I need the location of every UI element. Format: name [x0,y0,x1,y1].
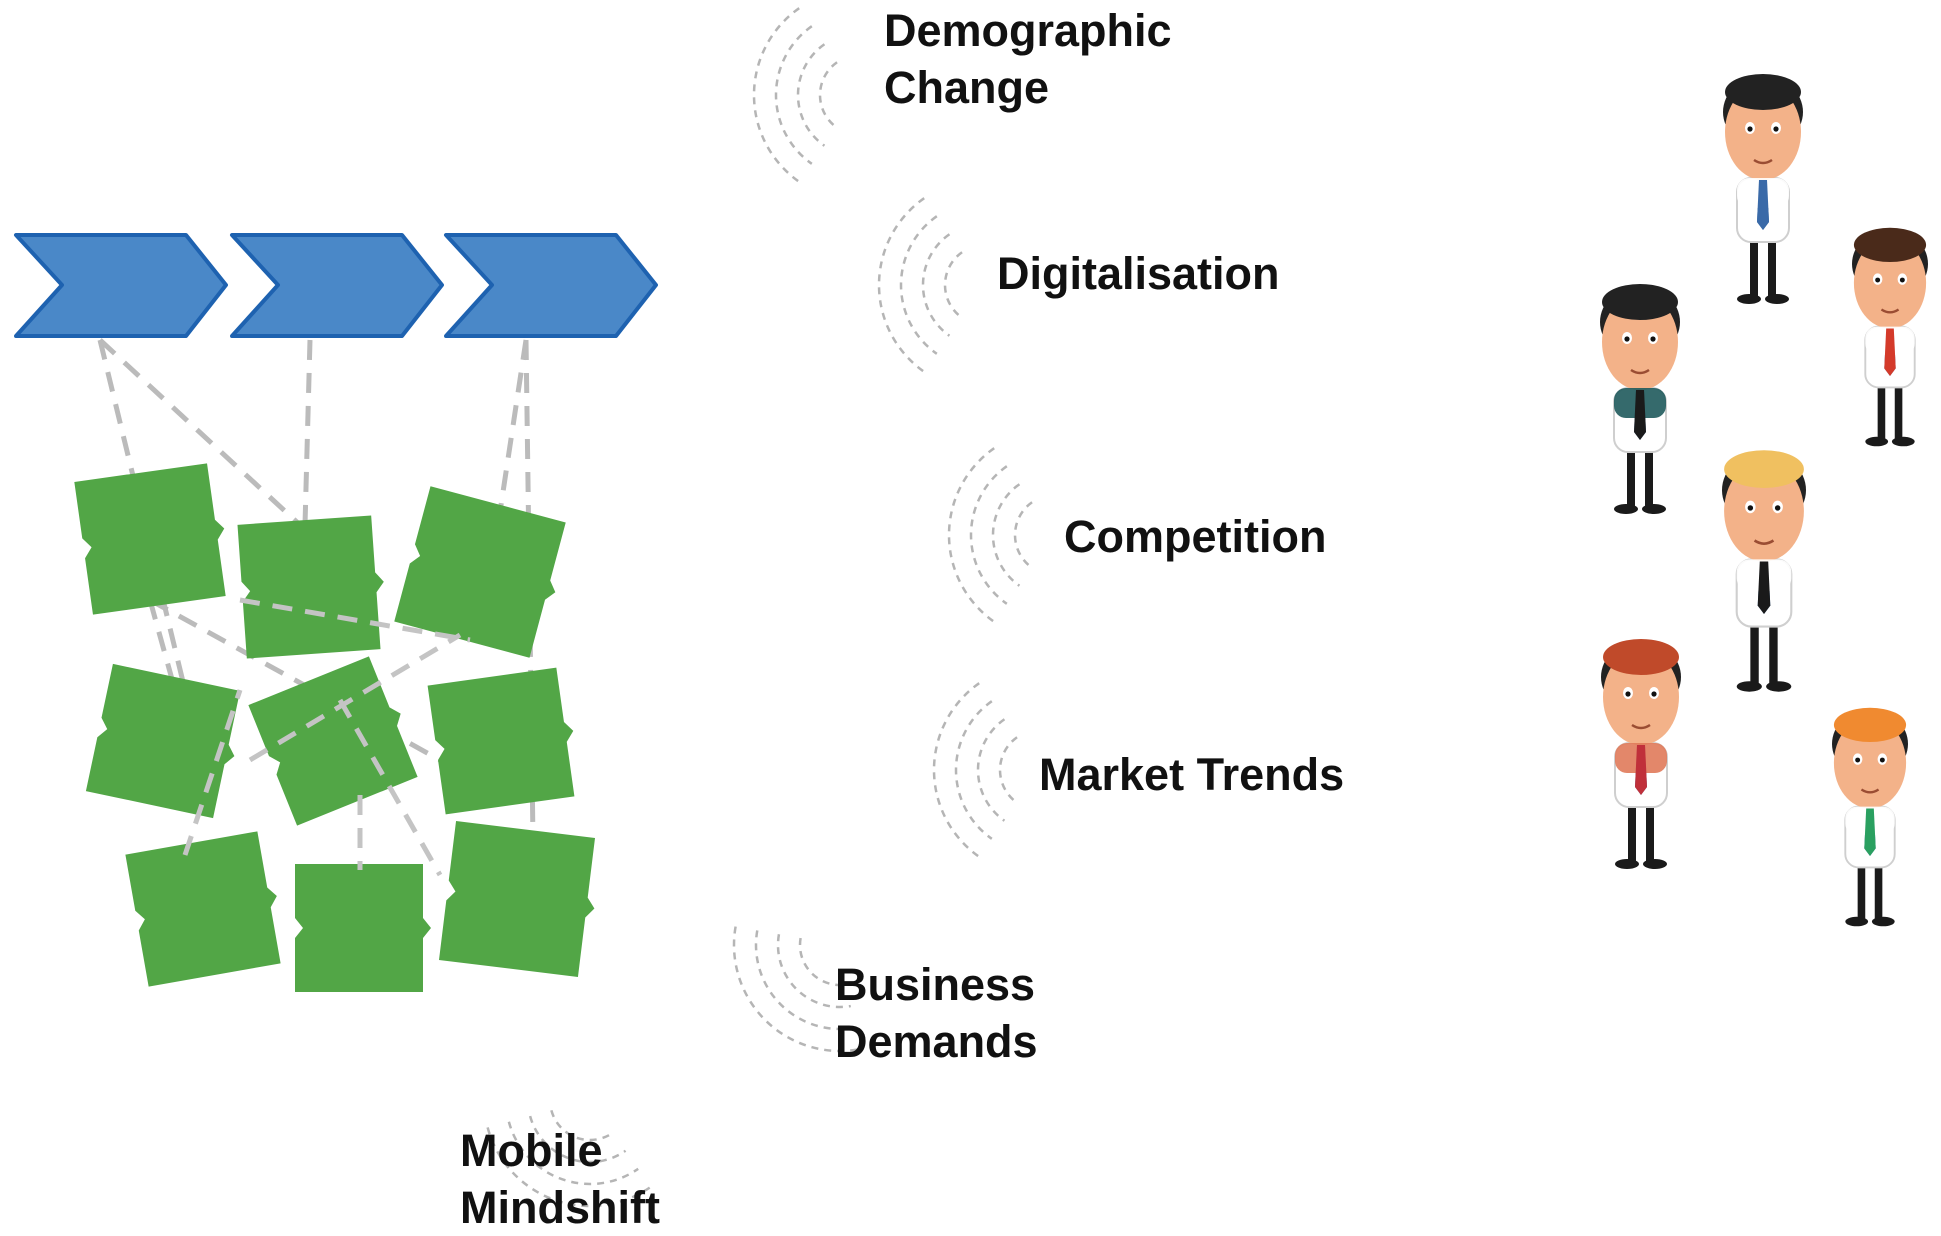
module-block-5 [248,656,418,826]
wave-arcs-5 [732,926,859,1053]
module-block-6 [427,667,575,815]
connector-line-3 [302,339,313,526]
wave-arcs-6 [486,1110,652,1208]
thinking-man-icon [1830,707,1910,928]
wave-arcs-1 [752,7,838,183]
blonde-woman-icon [1720,450,1808,694]
module-blocks [74,463,596,992]
process-chevron-1 [14,233,228,338]
signal-waves [486,7,1033,1208]
connector-line-front-2 [182,689,243,856]
module-block-1 [74,463,226,615]
connector-line-front-3 [337,698,443,877]
wave-arcs-2 [877,197,963,373]
module-block-3 [394,486,566,658]
stakeholder-group [1598,74,1930,928]
process-chevron-2 [230,233,444,338]
process-chevrons [14,233,658,338]
pointing-businessman-icon [1850,227,1930,448]
wave-arcs-4 [932,682,1018,858]
module-block-8 [295,864,431,992]
driver-market-trends: Market Trends [1039,749,1345,800]
module-block-4 [85,663,241,819]
process-chevron-3 [444,233,658,338]
connector-line-2 [98,338,302,527]
businessman-tie-icon [1721,74,1805,306]
driver-competition: Competition [1064,511,1327,562]
connector-line-front-1 [239,597,471,643]
wave-arcs-3 [947,447,1033,623]
driver-digitalisation: Digitalisation [997,248,1280,299]
connector-lines-front [182,597,471,877]
waving-businessman-icon [1598,284,1682,516]
connector-line-front-5 [248,632,462,763]
connector-line-7 [147,599,178,691]
redhead-man-icon [1599,639,1683,871]
module-block-7 [125,831,281,987]
module-block-9 [438,820,596,978]
connector-line-4 [495,339,529,526]
module-block-2 [237,515,384,659]
